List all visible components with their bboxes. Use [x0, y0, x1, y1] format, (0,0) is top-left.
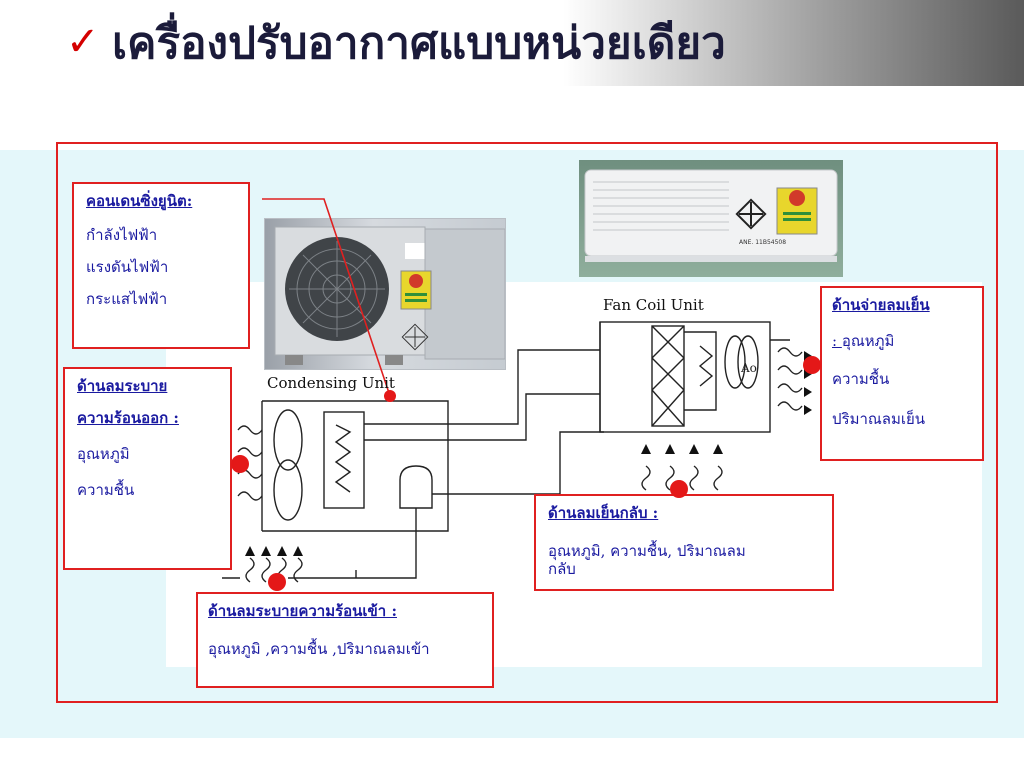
exhaust-out-title-2: ความร้อนออก :: [77, 409, 179, 427]
condensing-unit-photo: [264, 218, 506, 370]
condensing-unit-label: Condensing Unit: [267, 374, 395, 392]
marker-dot-exhaust-out: [231, 455, 249, 473]
title-bar: ✓ เครื่องปรับอากาศแบบหน่วยเดียว: [0, 0, 1024, 86]
box-item: กำลังไฟฟ้า: [86, 226, 158, 244]
box-item: แรงดันไฟฟ้า: [86, 258, 169, 276]
diagram-frame: [56, 142, 998, 703]
fan-coil-unit-label: Fan Coil Unit: [603, 296, 704, 314]
marker-dot-exhaust-in: [268, 573, 286, 591]
cool-return-box: ด้านลมเย็นกลับ : อุณหภูมิ, ความชื้น, ปริ…: [534, 494, 834, 591]
exhaust-out-title-1: ด้านลมระบาย: [77, 377, 168, 395]
condensing-unit-box-title: คอนเดนซิ่งยูนิต:: [86, 192, 193, 210]
svg-text:Ao: Ao: [740, 361, 757, 375]
cool-return-title: ด้านลมเย็นกลับ :: [548, 504, 659, 522]
marker-dot-condensing: [384, 390, 396, 402]
exhaust-in-text: อุณหภูมิ ,ความชื้น ,ปริมาณลมเข้า: [208, 640, 430, 658]
marker-dot-cool-supply: [803, 356, 821, 374]
box-item: อุณหภูมิ: [841, 332, 895, 350]
marker-dot-cool-return: [670, 480, 688, 498]
cool-supply-box: ด้านจ่ายลมเย็น : อุณหภูมิ ความชื้น ปริมา…: [820, 286, 984, 461]
condensing-unit-box: คอนเดนซิ่งยูนิต: กำลังไฟฟ้า แรงดันไฟฟ้า …: [72, 182, 250, 349]
cool-return-text-2: กลับ: [548, 560, 576, 578]
cool-supply-prefix: :: [832, 332, 842, 350]
indoor-model-text: ANE. 11B54508: [739, 239, 786, 246]
cool-return-text-1: อุณหภูมิ, ความชื้น, ปริมาณลม: [548, 542, 746, 560]
exhaust-in-box: ด้านลมระบายความร้อนเข้า : อุณหภูมิ ,ความ…: [196, 592, 494, 688]
fan-coil-unit-photo: ANE. 11B54508: [579, 160, 843, 277]
box-item: ความชื้น: [832, 370, 890, 388]
box-item: ความชื้น: [77, 481, 135, 499]
box-item: กระแสไฟฟ้า: [86, 290, 168, 308]
box-item: ปริมาณลมเย็น: [832, 410, 926, 428]
exhaust-in-title: ด้านลมระบายความร้อนเข้า :: [208, 602, 397, 620]
box-item: อุณหภูมิ: [77, 445, 130, 463]
checkmark-icon: ✓: [66, 19, 100, 65]
exhaust-out-box: ด้านลมระบาย ความร้อนออก : อุณหภูมิ ความช…: [63, 367, 232, 570]
cool-supply-title: ด้านจ่ายลมเย็น: [832, 296, 930, 314]
page-title: เครื่องปรับอากาศแบบหน่วยเดียว: [112, 18, 726, 69]
